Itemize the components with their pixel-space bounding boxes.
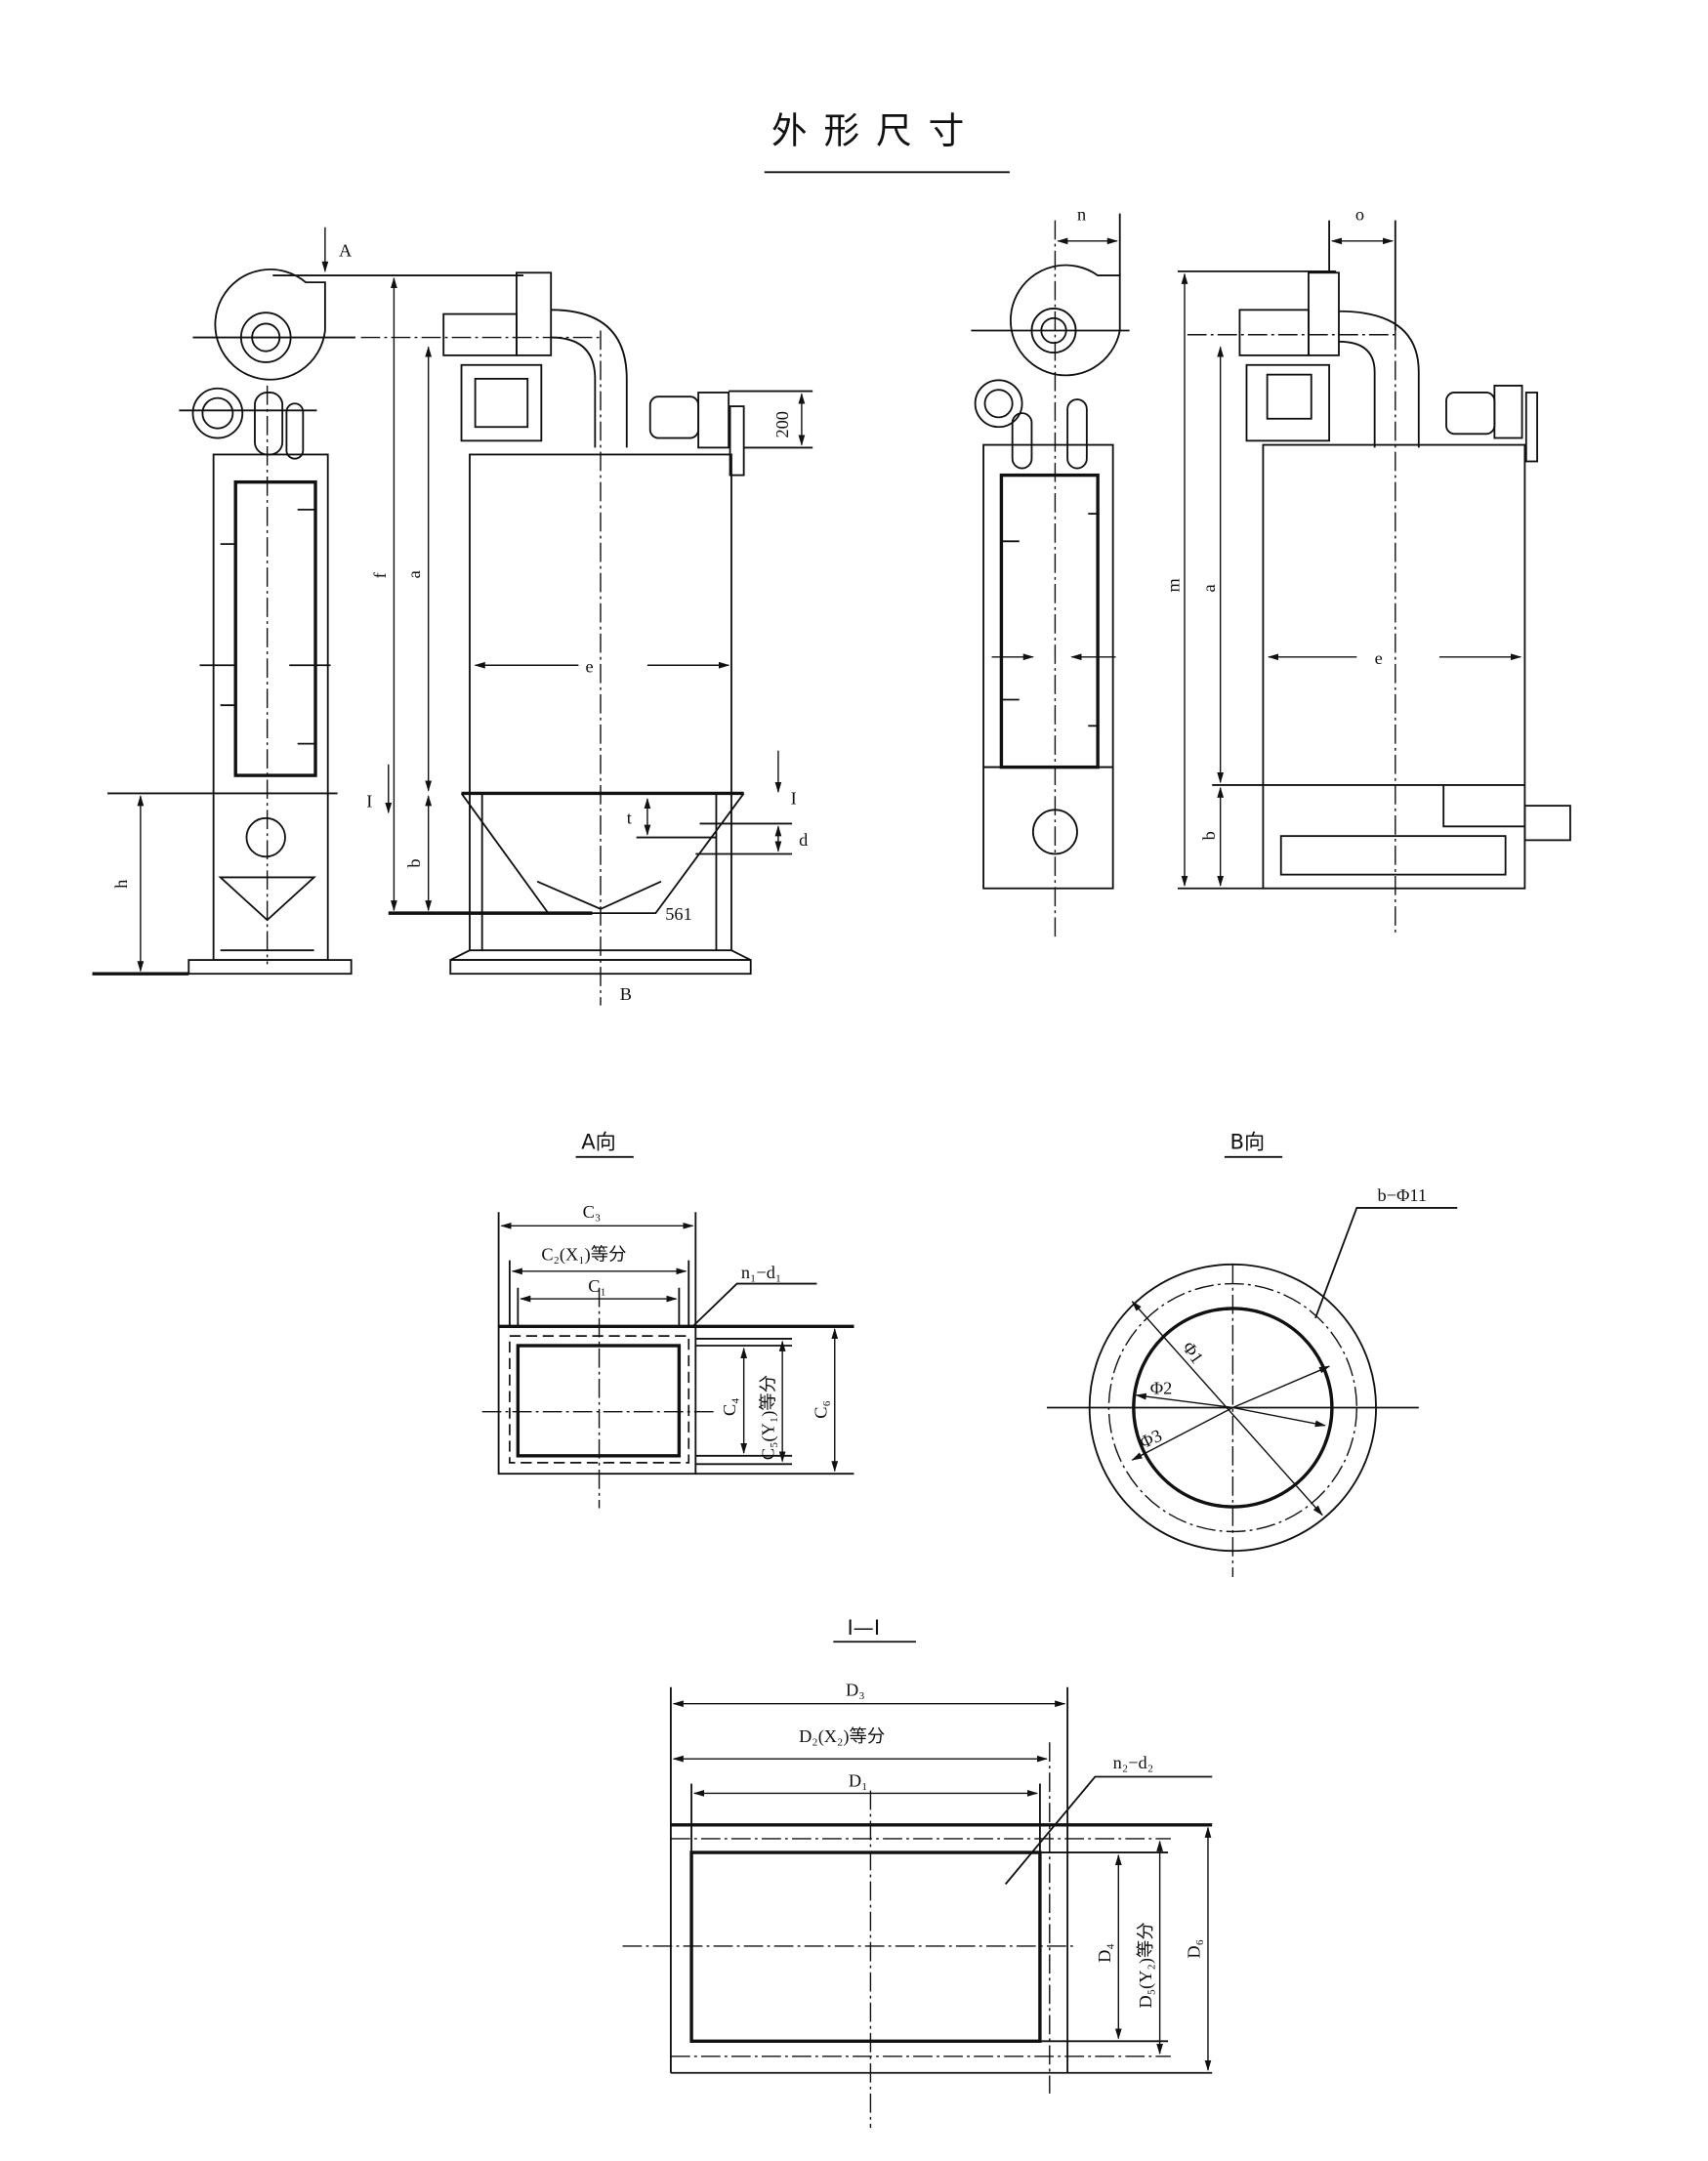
label-D1: D₁ bbox=[849, 1770, 868, 1790]
label-e: e bbox=[585, 656, 593, 676]
label-o: o bbox=[1355, 205, 1364, 225]
label-C6: C₆ bbox=[811, 1400, 830, 1419]
view-a-title: A向 bbox=[581, 1129, 616, 1153]
section-mark-right: I bbox=[791, 789, 797, 809]
label-200: 200 bbox=[772, 411, 792, 438]
label-a-right: a bbox=[1199, 584, 1219, 592]
front-view-left: 200 f a b e I I t d 561 B bbox=[272, 271, 813, 1006]
label-t: t bbox=[627, 808, 632, 827]
label-n1-d1: n₁−d₁ bbox=[741, 1263, 781, 1282]
label-phi2: Φ2 bbox=[1150, 1378, 1173, 1397]
label-C3: C₃ bbox=[583, 1202, 602, 1222]
section-mark-left: I bbox=[366, 792, 372, 811]
front-view-right: m a b e o bbox=[1163, 205, 1571, 937]
view-a: A向 C₃ C₂(X₁)等分 C₁ n₁−d₁ C₄ C₅(Y₁)等分 C₆ bbox=[481, 1129, 854, 1509]
label-phi1: Φ1 bbox=[1179, 1338, 1207, 1367]
label-D5: D₅(Y₂)等分 bbox=[1136, 1922, 1156, 2008]
section-i-i: I—I D₃ D₂(X₂)等分 D₁ n₂−d₂ D₄ D₅(Y₂)等分 D₆ bbox=[622, 1615, 1213, 2129]
label-n2-d2: n₂−d₂ bbox=[1113, 1753, 1153, 1772]
label-D4: D₄ bbox=[1095, 1943, 1114, 1963]
label-D3: D₃ bbox=[846, 1680, 865, 1699]
label-f: f bbox=[370, 571, 390, 578]
label-b: b bbox=[404, 858, 424, 867]
label-C1: C₁ bbox=[588, 1276, 606, 1296]
label-holes: b−Φ11 bbox=[1377, 1185, 1427, 1205]
view-b: B向 Φ1 Φ2 Φ3 b−Φ11 bbox=[1046, 1129, 1458, 1577]
label-e-right: e bbox=[1375, 648, 1383, 668]
label-C5: C₅(Y₁)等分 bbox=[759, 1375, 779, 1460]
label-561: 561 bbox=[665, 904, 692, 924]
label-C4: C₄ bbox=[720, 1397, 739, 1416]
label-n: n bbox=[1077, 205, 1086, 225]
label-m: m bbox=[1163, 578, 1183, 592]
page-title: 外形尺寸 bbox=[771, 110, 980, 152]
label-b-right: b bbox=[1199, 831, 1219, 840]
label-B: B bbox=[620, 984, 632, 1004]
label-a: a bbox=[404, 570, 424, 578]
side-view-left: A h bbox=[92, 227, 355, 976]
label-d: d bbox=[799, 830, 808, 850]
label-h: h bbox=[111, 880, 131, 889]
side-view-right: n bbox=[971, 205, 1130, 937]
view-b-title: B向 bbox=[1230, 1129, 1266, 1153]
label-C2: C₂(X₁)等分 bbox=[541, 1245, 626, 1266]
label-D2: D₂(X₂)等分 bbox=[799, 1726, 885, 1747]
label-A: A bbox=[339, 240, 353, 260]
section-title: I—I bbox=[847, 1615, 880, 1640]
label-D6: D₆ bbox=[1185, 1939, 1204, 1959]
